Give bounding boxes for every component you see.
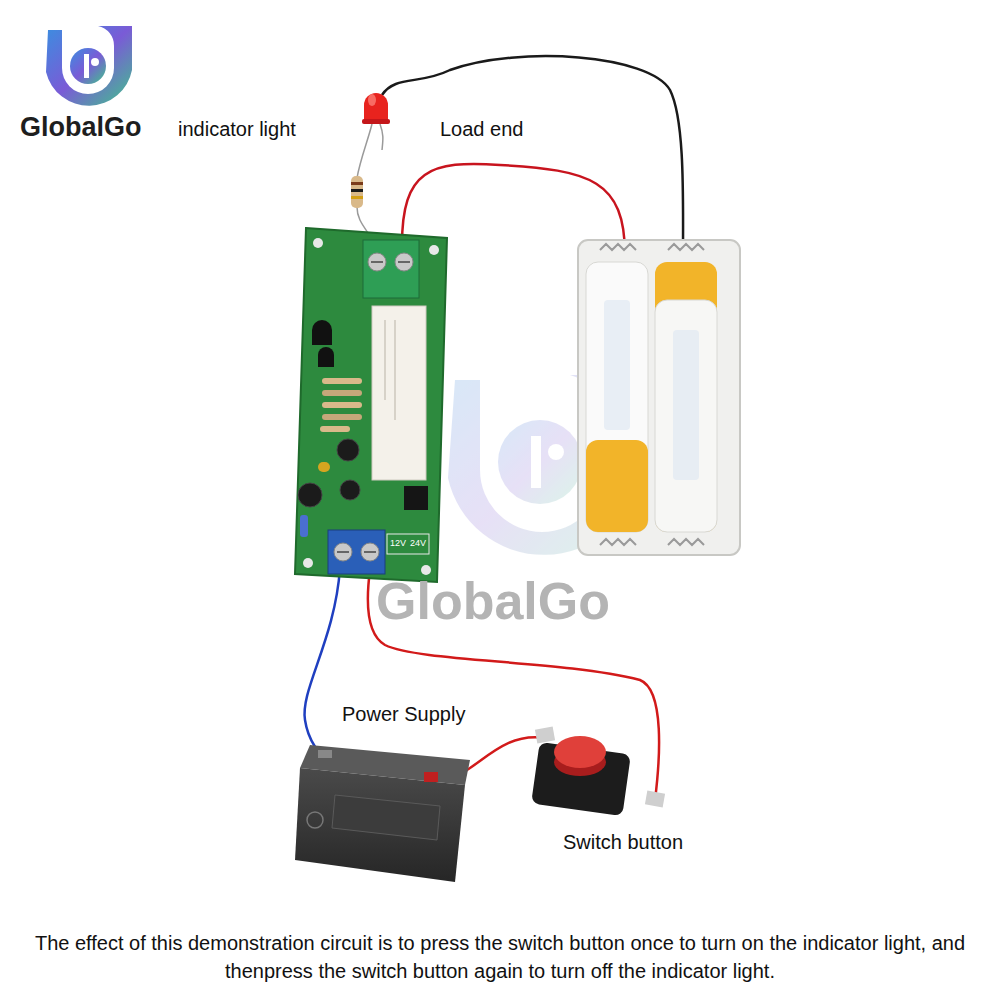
led-lead	[380, 124, 383, 150]
lead-acid-battery	[295, 745, 470, 882]
push-switch	[531, 727, 665, 817]
watermark: GlobalGo	[376, 572, 610, 632]
resistor	[351, 176, 363, 208]
voltage-mark: 12V	[390, 538, 406, 548]
led	[362, 93, 390, 124]
battery-holder	[578, 240, 740, 555]
relay-board	[295, 228, 447, 582]
part-label: indicator light	[178, 118, 296, 141]
part-label: Load end	[440, 118, 523, 141]
blue-wire	[305, 568, 340, 752]
logo-icon	[46, 26, 132, 106]
logo-text: GlobalGo	[20, 112, 142, 143]
voltage-mark: 24V	[410, 538, 426, 548]
part-label: Switch button	[563, 831, 683, 854]
black-wire	[382, 56, 683, 255]
caption: The effect of this demonstration circuit…	[20, 929, 980, 985]
part-label: Power Supply	[342, 703, 465, 726]
